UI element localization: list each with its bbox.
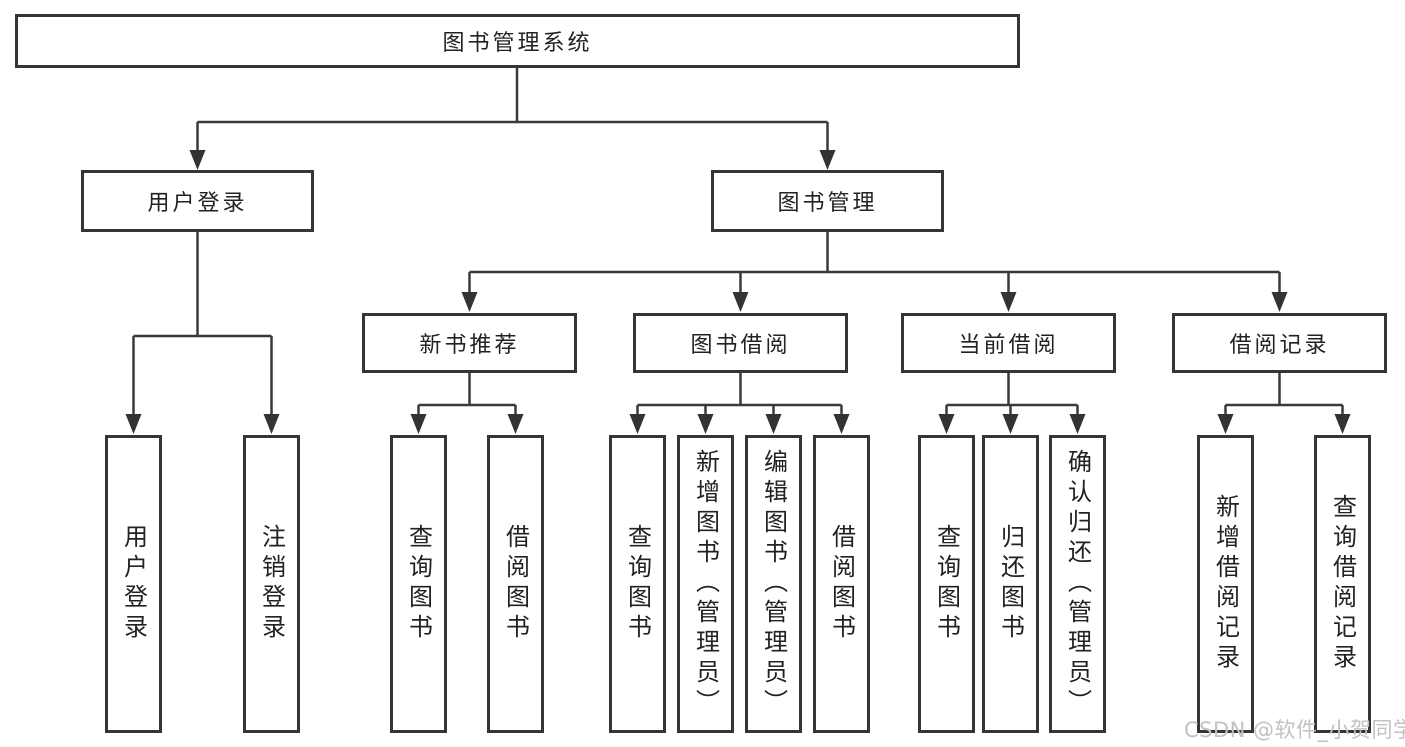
node-leaf-cb-return-book-label: 归还图书 <box>996 524 1025 644</box>
node-leaf-bb-query-book: 查询图书 <box>609 435 666 733</box>
node-leaf-cb-return-book: 归还图书 <box>982 435 1039 733</box>
node-borrow-record: 借阅记录 <box>1172 313 1387 373</box>
node-leaf-bb-borrow-book: 借阅图书 <box>813 435 870 733</box>
node-leaf-cb-query-book: 查询图书 <box>918 435 975 733</box>
node-borrow-record-label: 借阅记录 <box>1229 333 1330 358</box>
node-leaf-bb-query-book-label: 查询图书 <box>623 524 652 644</box>
node-book-management: 图书管理 <box>711 170 944 232</box>
node-current-borrow-label: 当前借阅 <box>958 333 1059 358</box>
node-leaf-bb-add-book-label: 新增图书（管理员） <box>691 449 720 719</box>
node-leaf-cb-query-book-label: 查询图书 <box>932 524 961 644</box>
node-leaf-user-login: 用户登录 <box>105 435 162 733</box>
node-leaf-user-login-label: 用户登录 <box>119 524 148 644</box>
node-leaf-br-add-record: 新增借阅记录 <box>1197 435 1254 733</box>
node-leaf-bb-add-book: 新增图书（管理员） <box>677 435 734 733</box>
node-leaf-bb-edit-book-label: 编辑图书（管理员） <box>759 449 788 719</box>
node-current-borrow: 当前借阅 <box>901 313 1116 373</box>
csdn-watermark: CSDN @软件_小贺同学 <box>1184 718 1405 742</box>
node-leaf-cb-confirm-return-label: 确认归还（管理员） <box>1063 449 1092 719</box>
node-leaf-bb-edit-book: 编辑图书（管理员） <box>745 435 802 733</box>
node-new-book-recommend-label: 新书推荐 <box>419 333 520 358</box>
node-leaf-nbr-query-book: 查询图书 <box>390 435 447 733</box>
node-leaf-nbr-query-book-label: 查询图书 <box>404 524 433 644</box>
node-leaf-br-query-record-label: 查询借阅记录 <box>1328 494 1357 674</box>
node-leaf-bb-borrow-book-label: 借阅图书 <box>827 524 856 644</box>
node-new-book-recommend: 新书推荐 <box>362 313 577 373</box>
node-leaf-nbr-borrow-book-label: 借阅图书 <box>501 524 530 644</box>
node-root: 图书管理系统 <box>15 14 1020 68</box>
node-user-login-label: 用户登录 <box>147 191 248 216</box>
node-leaf-br-query-record: 查询借阅记录 <box>1314 435 1371 733</box>
node-leaf-logout: 注销登录 <box>243 435 300 733</box>
node-user-login: 用户登录 <box>81 170 314 232</box>
node-book-borrow-label: 图书借阅 <box>690 333 791 358</box>
node-book-borrow: 图书借阅 <box>633 313 848 373</box>
node-leaf-nbr-borrow-book: 借阅图书 <box>487 435 544 733</box>
node-leaf-logout-label: 注销登录 <box>257 524 286 644</box>
node-root-label: 图书管理系统 <box>442 31 593 56</box>
node-leaf-cb-confirm-return: 确认归还（管理员） <box>1049 435 1106 733</box>
node-leaf-br-add-record-label: 新增借阅记录 <box>1211 494 1240 674</box>
node-book-management-label: 图书管理 <box>777 191 878 216</box>
